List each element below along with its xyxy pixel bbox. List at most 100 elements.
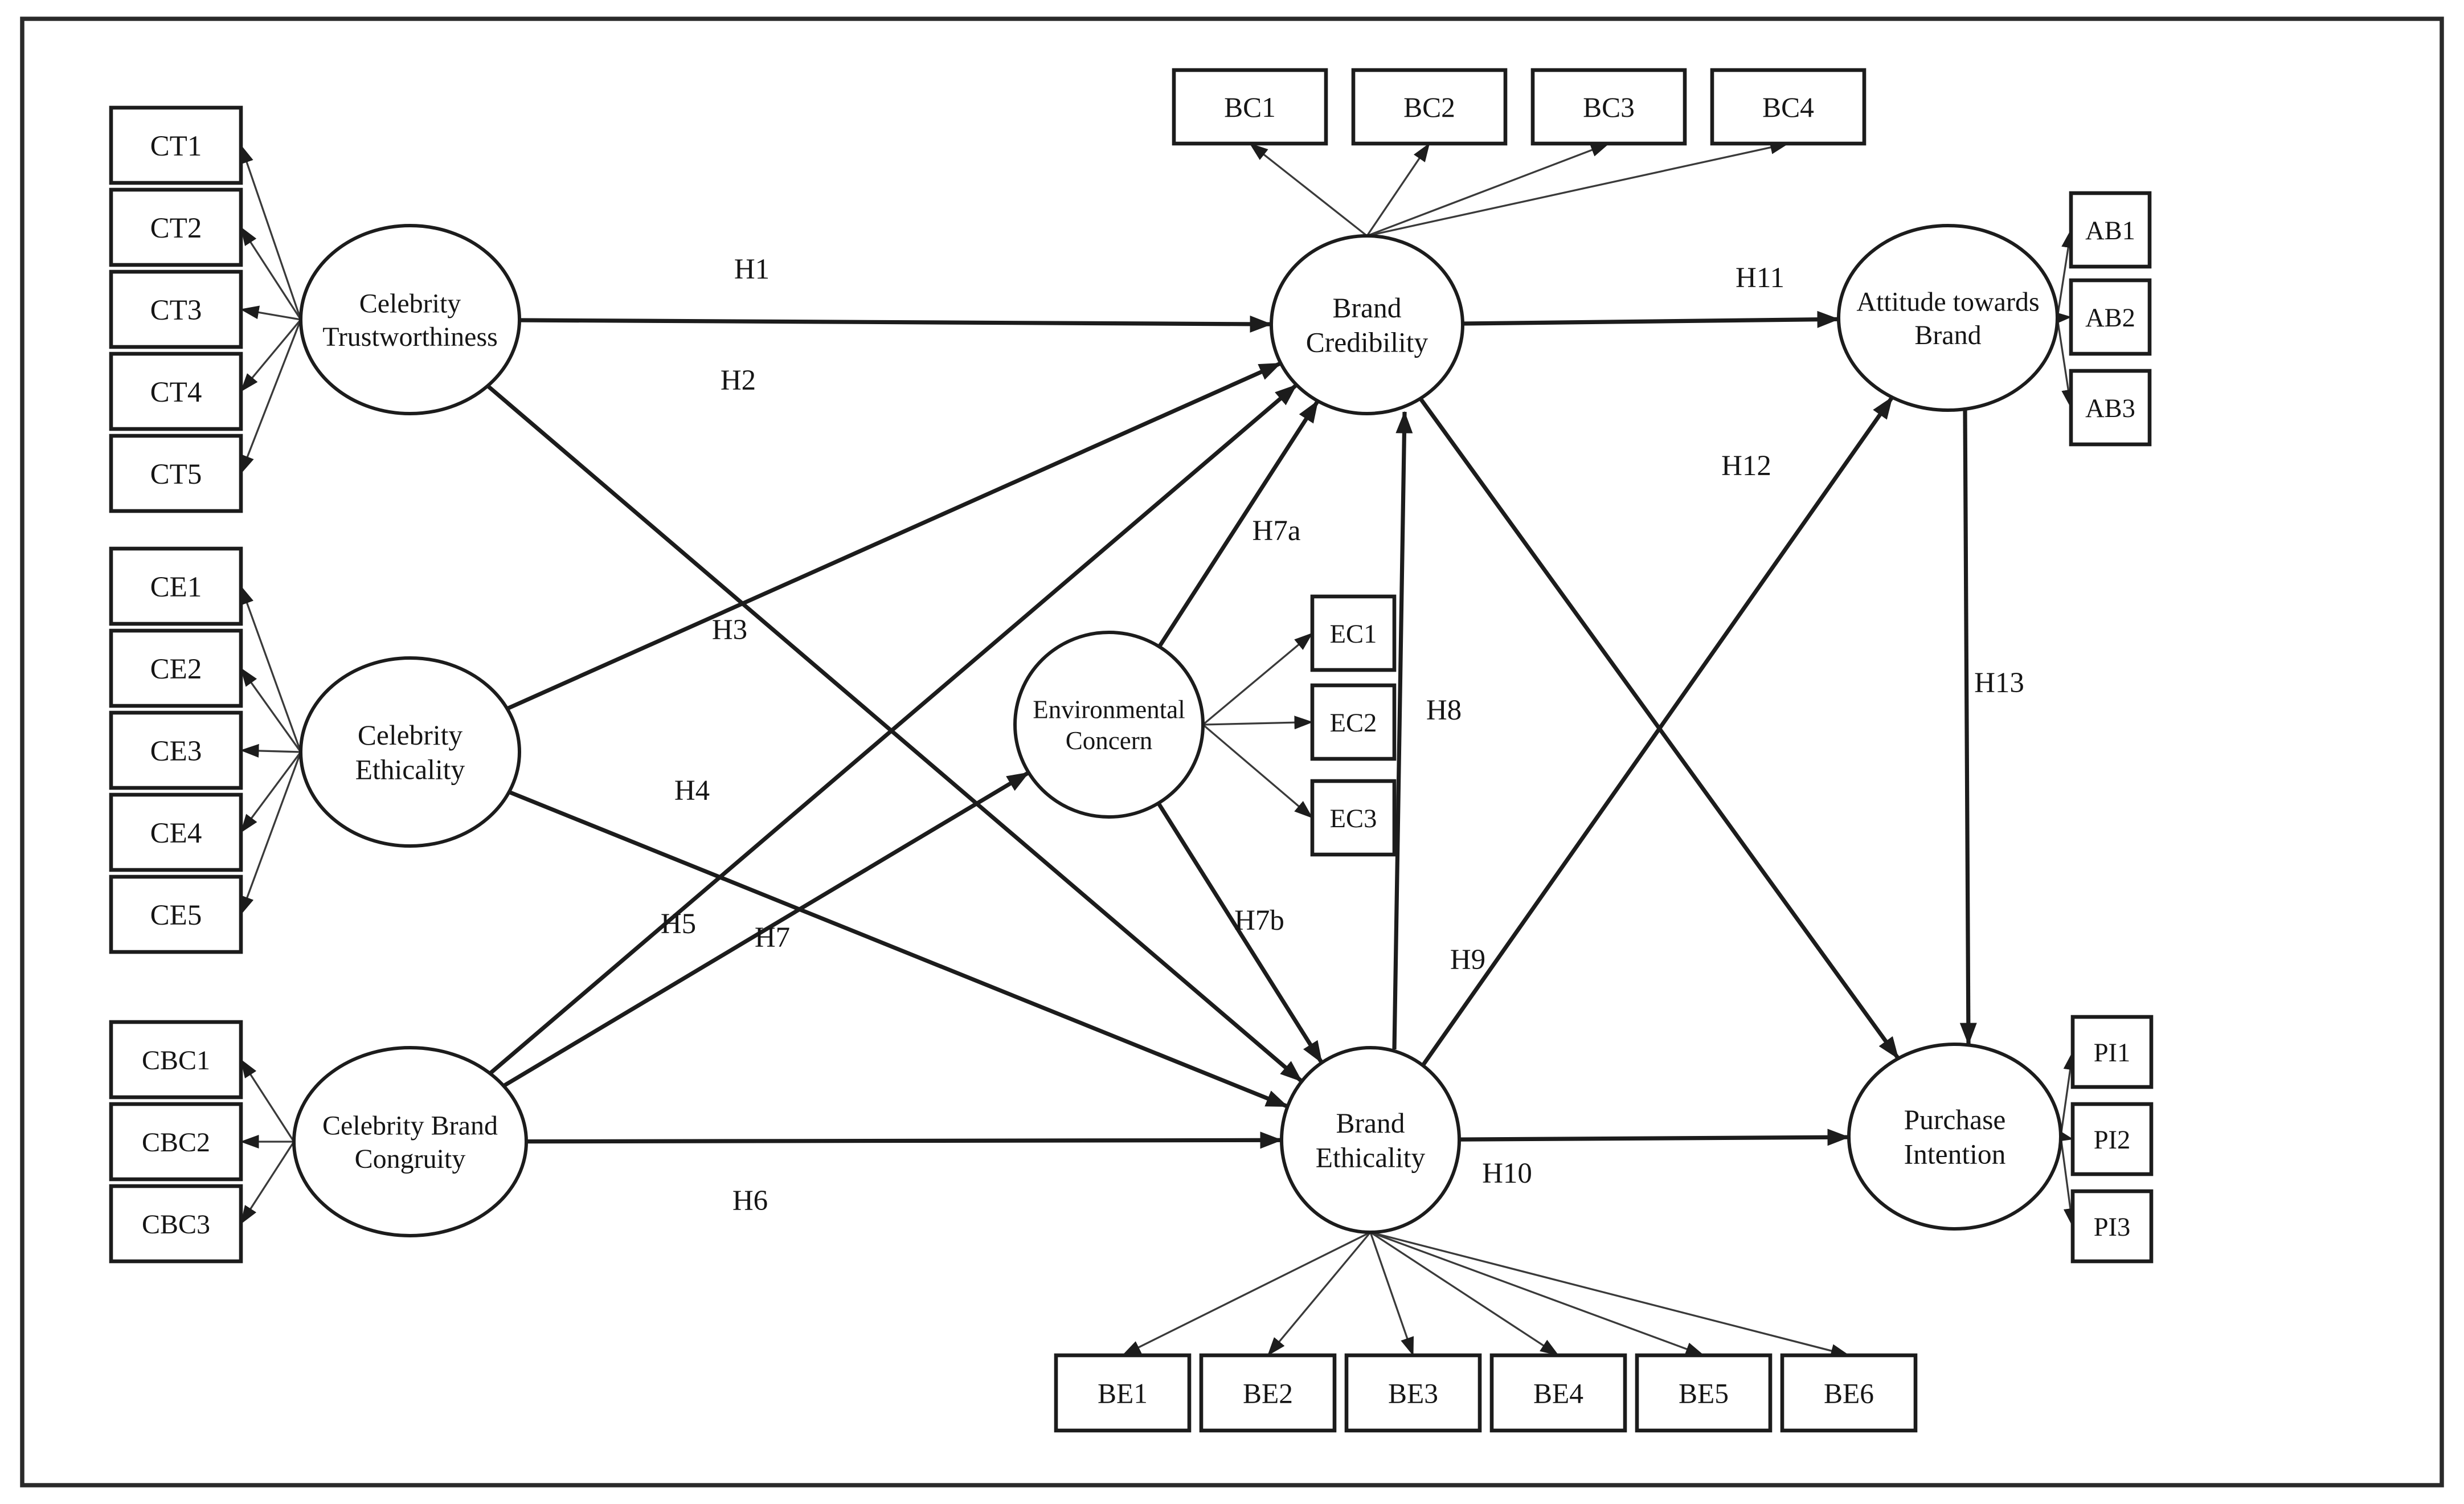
- indicator-arrow-CE1: [240, 585, 302, 753]
- indicator-label-CT2: CT2: [150, 212, 202, 244]
- indicator-box-CE5: [109, 874, 243, 954]
- indicator-arrow-CBC3: [240, 1141, 295, 1225]
- indicator-label-AB1: AB1: [2085, 216, 2135, 246]
- path-label-H2: H2: [721, 365, 756, 397]
- indicator-box-BE3: [1344, 1353, 1482, 1433]
- construct-ellipse-ct: [299, 224, 521, 415]
- indicator-arrow-CT2: [240, 226, 302, 320]
- indicator-label-CE1: CE1: [150, 571, 202, 603]
- path-arrow-H11: [1462, 310, 1840, 328]
- path-arrow-H3: [506, 361, 1282, 711]
- indicator-arrow-CE4: [240, 751, 302, 833]
- indicator-label-CBC1: CBC1: [142, 1045, 210, 1076]
- indicator-arrow-BE2: [1267, 1231, 1372, 1356]
- path-label-H7a: H7a: [1253, 515, 1301, 547]
- indicator-arrow-BE4: [1370, 1231, 1560, 1356]
- indicator-label-BE5: BE5: [1679, 1378, 1729, 1409]
- indicator-label-PI2: PI2: [2094, 1126, 2131, 1155]
- indicator-arrow-BE6: [1370, 1231, 1850, 1358]
- indicator-label-AB3: AB3: [2085, 394, 2135, 423]
- indicator-box-BE4: [1489, 1353, 1627, 1433]
- indicator-box-CE1: [109, 546, 243, 626]
- construct-ellipse-ec: [1013, 631, 1205, 819]
- indicator-label-BE4: BE4: [1533, 1378, 1583, 1409]
- construct-ellipse-cbc: [292, 1046, 528, 1237]
- path-label-H5: H5: [661, 908, 696, 940]
- indicator-label-EC2: EC2: [1330, 709, 1377, 738]
- indicator-label-BE3: BE3: [1388, 1378, 1438, 1409]
- indicator-arrow-EC2: [1202, 716, 1313, 730]
- indicator-label-CBC3: CBC3: [142, 1209, 210, 1240]
- path-arrow-H9: [1421, 396, 1894, 1067]
- indicator-box-PI3: [2070, 1189, 2154, 1264]
- indicator-label-BC1: BC1: [1224, 92, 1276, 123]
- path-arrow-H7: [502, 771, 1030, 1088]
- indicator-arrow-BE5: [1370, 1231, 1705, 1356]
- indicator-box-CE2: [109, 628, 243, 708]
- path-label-H7b: H7b: [1234, 905, 1284, 937]
- indicator-label-BE6: BE6: [1824, 1378, 1874, 1409]
- indicator-arrow-CE2: [240, 667, 302, 753]
- indicator-label-CT4: CT4: [150, 377, 202, 408]
- indicator-arrow-BE1: [1122, 1231, 1371, 1356]
- path-label-H3: H3: [712, 614, 747, 646]
- indicator-box-AB3: [2069, 369, 2152, 447]
- path-arrow-H1: [519, 315, 1272, 333]
- indicator-arrow-PI3: [2060, 1136, 2077, 1227]
- indicator-label-EC3: EC3: [1330, 804, 1377, 833]
- path-arrow-H12: [1418, 397, 1900, 1060]
- construct-ellipse-bc: [1270, 234, 1464, 415]
- indicator-box-BE1: [1054, 1353, 1192, 1433]
- indicator-label-CBC2: CBC2: [142, 1127, 210, 1158]
- indicator-box-EC2: [1310, 683, 1397, 761]
- construct-ellipse-be: [1280, 1046, 1461, 1234]
- indicator-box-BC4: [1710, 68, 1867, 146]
- indicator-box-CBC3: [109, 1184, 243, 1264]
- indicator-label-PI1: PI1: [2094, 1039, 2131, 1068]
- indicator-label-BE1: BE1: [1098, 1378, 1148, 1409]
- indicator-label-CE2: CE2: [150, 653, 202, 685]
- indicator-box-BC2: [1351, 68, 1508, 146]
- path-arrow-H13: [1959, 410, 1977, 1045]
- indicator-arrow-CT5: [240, 319, 302, 475]
- path-label-H13: H13: [1974, 667, 2024, 699]
- path-label-H10: H10: [1482, 1158, 1532, 1190]
- path-label-H12: H12: [1721, 450, 1771, 482]
- path-arrow-H7a: [1157, 399, 1320, 648]
- indicator-arrow-EC1: [1202, 632, 1313, 726]
- indicator-label-BC4: BC4: [1762, 92, 1814, 123]
- indicator-box-CBC1: [109, 1020, 243, 1100]
- path-arrow-H4: [508, 790, 1289, 1109]
- indicator-box-BC3: [1530, 68, 1687, 146]
- indicator-arrow-CT1: [240, 144, 302, 320]
- indicator-box-BE2: [1199, 1353, 1337, 1433]
- indicator-arrow-CT3: [240, 305, 301, 321]
- indicator-label-BE2: BE2: [1243, 1378, 1293, 1409]
- indicator-box-BE6: [1780, 1353, 1918, 1433]
- indicator-box-BC1: [1172, 68, 1328, 146]
- indicator-box-CT2: [109, 187, 243, 267]
- indicator-label-EC1: EC1: [1330, 620, 1377, 649]
- indicator-arrow-CT4: [240, 318, 302, 393]
- indicator-box-CE4: [109, 792, 243, 872]
- indicator-arrow-AB2: [2052, 311, 2072, 325]
- path-arrow-H2: [486, 384, 1303, 1083]
- indicator-label-PI3: PI3: [2094, 1213, 2131, 1242]
- path-label-H9: H9: [1450, 944, 1485, 976]
- indicator-arrow-BC1: [1249, 142, 1368, 237]
- indicator-arrow-CBC1: [240, 1058, 295, 1142]
- path-label-H4: H4: [674, 775, 710, 807]
- construct-ellipse-ce: [299, 656, 521, 848]
- indicator-arrow-BC2: [1366, 142, 1430, 236]
- indicator-label-CE4: CE4: [150, 818, 202, 849]
- path-label-H1: H1: [734, 254, 770, 285]
